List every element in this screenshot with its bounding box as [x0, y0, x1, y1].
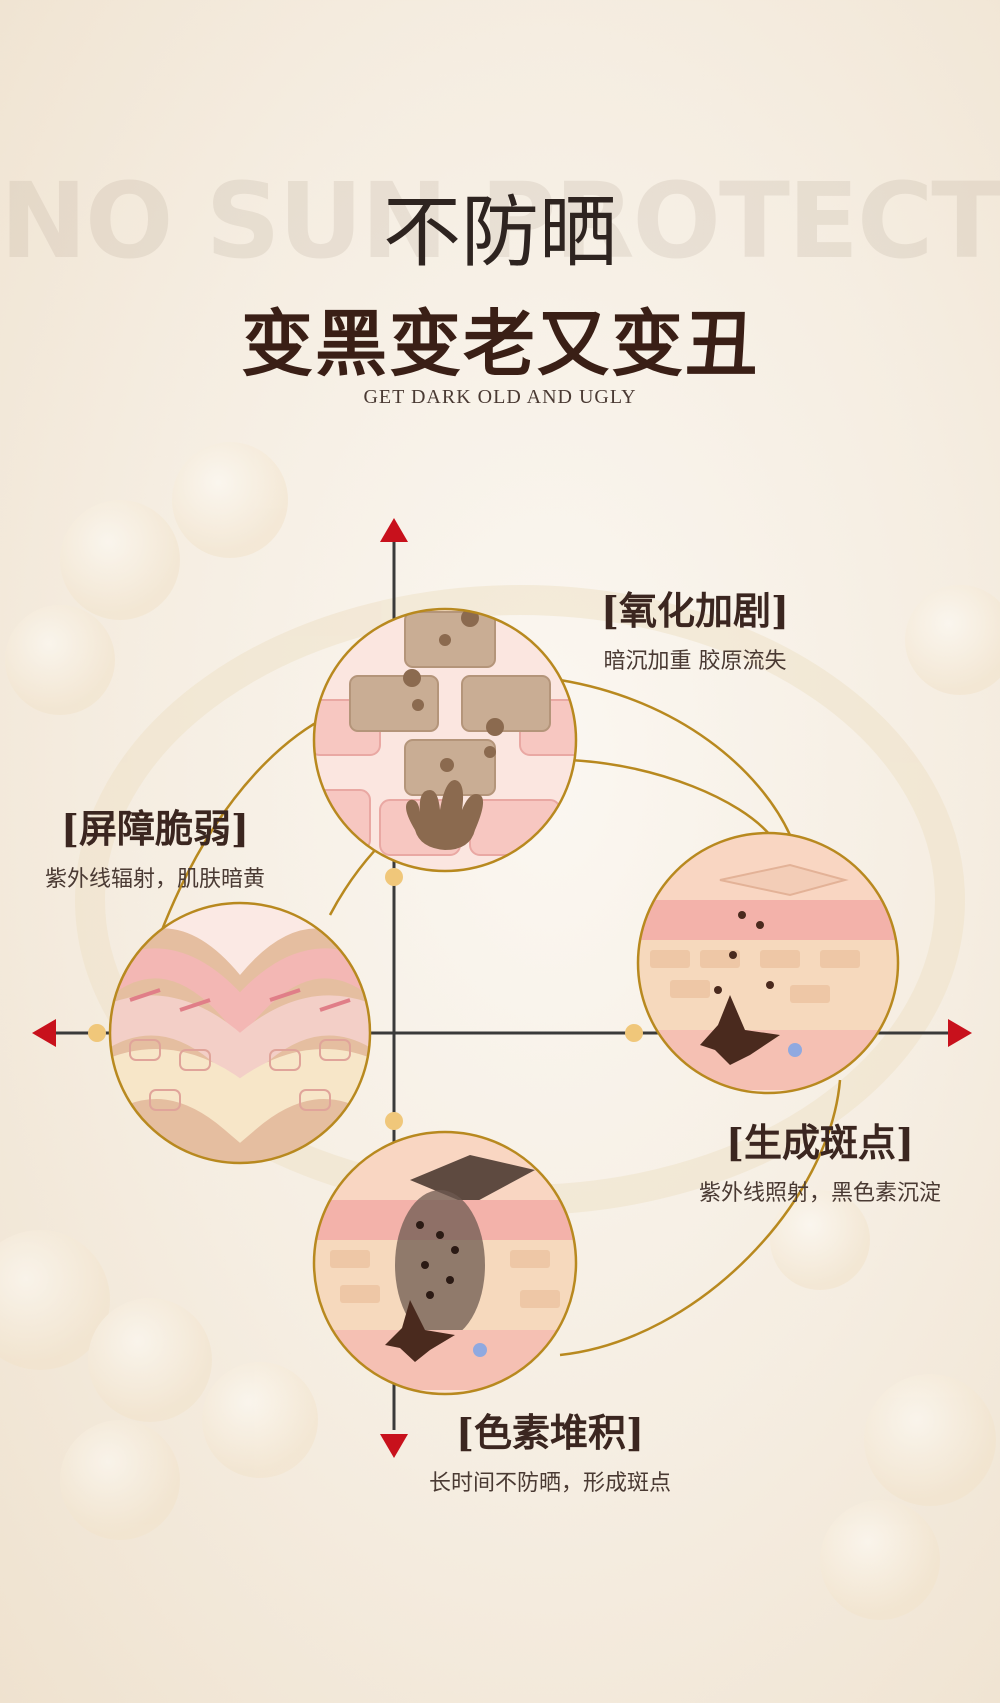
arrow-down-icon — [380, 1434, 408, 1458]
label-spots: [生成斑点] 紫外线照射，黑色素沉淀 — [670, 1112, 970, 1207]
pigment-illustration — [312, 1130, 578, 1396]
arrow-left-icon — [32, 1019, 56, 1047]
label-pigment-desc: 长时间不防晒，形成斑点 — [428, 1471, 671, 1496]
barrier-illustration — [108, 901, 372, 1165]
page-subtitle: GET DARK OLD AND UGLY — [363, 386, 637, 408]
oxidation-illustration — [312, 607, 578, 873]
label-spots-title: [生成斑点] — [726, 1120, 914, 1165]
label-pigment: [色素堆积] 长时间不防晒，形成斑点 — [400, 1402, 700, 1497]
label-oxidation: [氧化加剧] 暗沉加重 胶原流失 — [560, 580, 830, 675]
label-barrier-desc: 紫外线辐射，肌肤暗黄 — [44, 867, 265, 892]
axis-dots — [88, 868, 643, 1130]
label-pigment-title: [色素堆积] — [456, 1410, 644, 1455]
page-headline: 变黑变老又变丑 — [240, 301, 759, 386]
arrow-right-icon — [948, 1019, 972, 1047]
label-oxidation-title: [氧化加剧] — [601, 588, 789, 633]
spots-illustration — [636, 831, 900, 1095]
label-barrier-title: [屏障脆弱] — [61, 806, 249, 851]
watermark-text: NO SUN PROTECTION — [0, 160, 1000, 282]
label-oxidation-desc: 暗沉加重 胶原流失 — [603, 649, 787, 674]
label-spots-desc: 紫外线照射，黑色素沉淀 — [698, 1181, 941, 1206]
arrow-up-icon — [380, 518, 408, 542]
page-title: 不防晒 — [382, 188, 617, 278]
label-barrier: [屏障脆弱] 紫外线辐射，肌肤暗黄 — [20, 798, 290, 893]
